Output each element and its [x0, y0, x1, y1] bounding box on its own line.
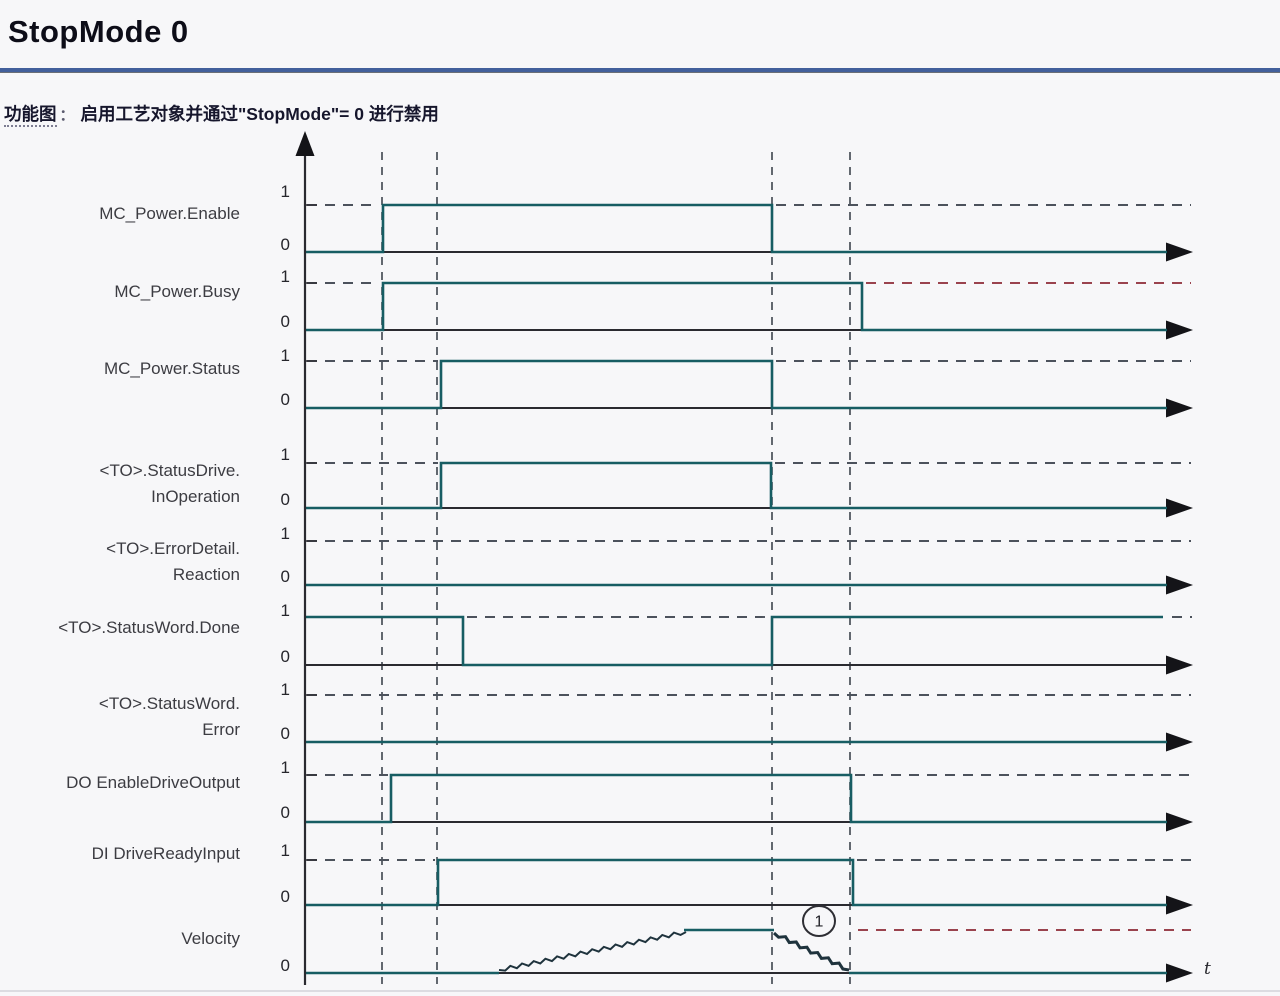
signal-label-line: Reaction [172, 565, 240, 584]
time-axis-arrow-icon [1166, 963, 1193, 983]
caption-label: 功能图 [4, 104, 57, 127]
time-axis-arrow-icon [1166, 575, 1193, 595]
level-label: 0 [280, 390, 290, 409]
signal-label: <TO>.StatusDrive. InOperation [0, 458, 240, 510]
level-label: 1 [280, 182, 290, 201]
waveform-trace [305, 773, 1167, 824]
signal-label: Velocity [0, 926, 240, 952]
title-divider [0, 68, 1280, 73]
signal-label-line: <TO>.StatusWord. [98, 694, 240, 713]
level-label: 1 [280, 267, 290, 286]
level-label: 1 [280, 680, 290, 699]
signal-label-line: MC_Power.Enable [99, 204, 240, 223]
level-label: 0 [280, 887, 290, 906]
signal-label: MC_Power.Enable [0, 201, 240, 227]
time-axis-arrow-icon [1166, 655, 1193, 675]
level-label: 1 [280, 445, 290, 464]
level-label: 0 [280, 803, 290, 822]
signal-label-line: <TO>.StatusWord.Done [58, 618, 240, 637]
signal-label-line: InOperation [151, 487, 240, 506]
time-axis-arrow-icon [1166, 895, 1193, 915]
signal-label-line: <TO>.ErrorDetail. [106, 539, 240, 558]
annotation-number: 1 [815, 914, 824, 931]
signal-label-line: MC_Power.Status [103, 359, 240, 378]
level-label: 0 [280, 956, 290, 975]
time-axis-arrow-icon [1166, 242, 1193, 262]
signal-label: DI DriveReadyInput [0, 841, 240, 867]
level-label: 0 [280, 490, 290, 509]
figure-bottom-border [0, 990, 1280, 992]
level-label: 1 [280, 841, 290, 860]
figure-caption: 功能图： 启用工艺对象并通过"StopMode"= 0 进行禁用 [4, 101, 439, 127]
level-label: 0 [280, 235, 290, 254]
time-axis-arrow-icon [1166, 320, 1193, 340]
time-axis-arrow-icon [1166, 812, 1193, 832]
caption-text: 启用工艺对象并通过"StopMode"= 0 进行禁用 [80, 104, 439, 124]
waveform-trace [305, 615, 1163, 667]
signal-label-line: MC_Power.Busy [114, 282, 240, 301]
level-label: 0 [280, 724, 290, 743]
signal-label: MC_Power.Status [0, 356, 240, 382]
signal-label: DO EnableDriveOutput [0, 770, 240, 796]
level-label: 1 [280, 758, 290, 777]
caption-separator: ： [59, 107, 75, 124]
waveform-trace [305, 281, 1167, 332]
waveform-trace [305, 203, 1167, 254]
signal-label: <TO>.StatusWord. Error [0, 691, 240, 743]
time-axis-arrow-icon [1166, 498, 1193, 518]
annotation-circle [802, 905, 836, 937]
signal-label: <TO>.StatusWord.Done [0, 615, 240, 641]
time-axis-arrow-icon [1166, 732, 1193, 752]
level-label: 0 [280, 567, 290, 586]
signal-label-line: DI DriveReadyInput [91, 844, 240, 863]
signal-label-line: Velocity [181, 929, 240, 948]
level-label: 0 [280, 647, 290, 666]
time-axis-label: t [1204, 959, 1211, 979]
signal-label-line: DO EnableDriveOutput [66, 773, 240, 792]
waveform-trace [305, 359, 1167, 410]
level-label: 1 [280, 601, 290, 620]
signal-label: MC_Power.Busy [0, 279, 240, 305]
velocity-ramp [498, 931, 687, 972]
signal-label-line: <TO>.StatusDrive. [99, 461, 240, 480]
level-label: 1 [280, 524, 290, 543]
level-label: 1 [280, 346, 290, 365]
waveform-trace [305, 461, 1167, 510]
level-label: 0 [280, 312, 290, 331]
velocity-ramp [772, 931, 850, 972]
page-title: StopMode 0 [8, 14, 189, 49]
value-axis-arrow-icon [295, 131, 315, 156]
signal-label-line: Error [202, 720, 240, 739]
time-axis-arrow-icon [1166, 398, 1193, 418]
waveform-trace [305, 858, 1167, 907]
signal-label: <TO>.ErrorDetail. Reaction [0, 536, 240, 588]
